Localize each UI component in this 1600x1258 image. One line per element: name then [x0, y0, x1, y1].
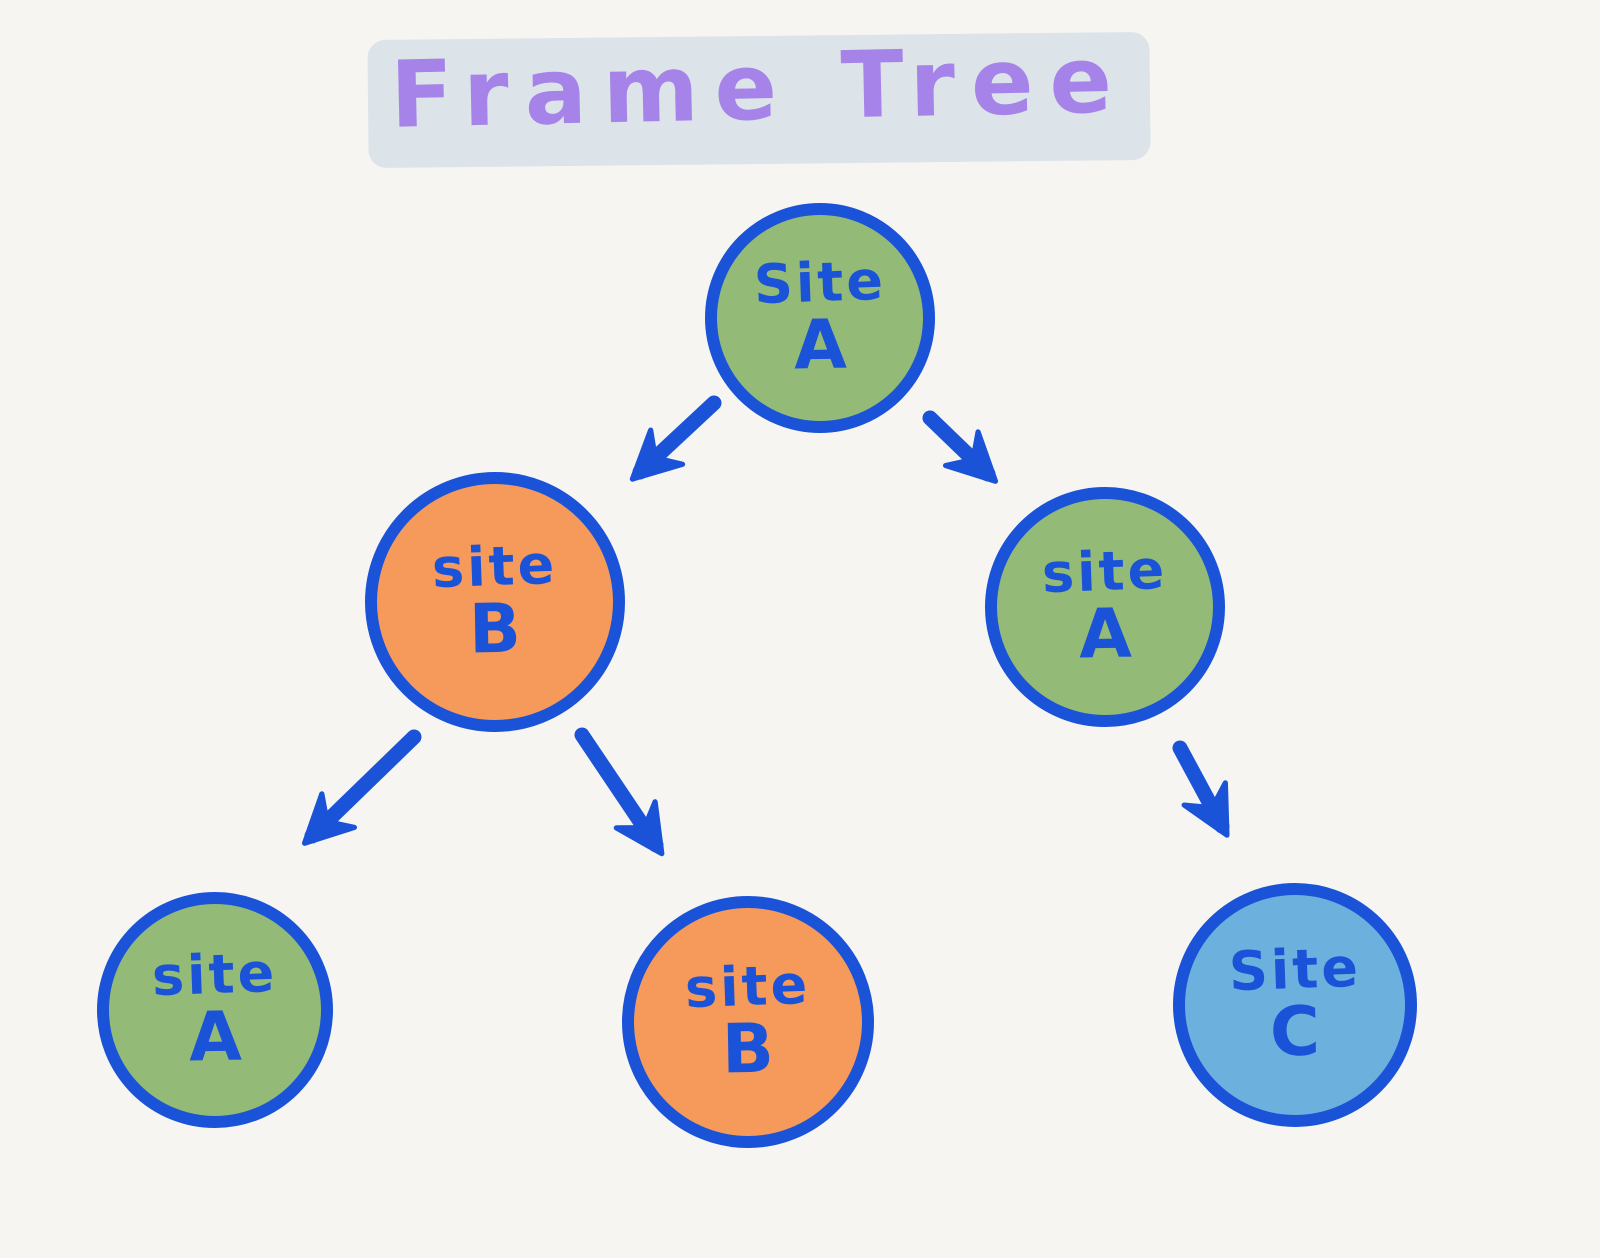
diagram-title: Frame Tree: [389, 26, 1129, 149]
edge-siteB-to-siteA: [301, 729, 422, 846]
node-label: Site: [753, 248, 887, 317]
node-label: site: [684, 952, 812, 1020]
node-label: Site: [1228, 935, 1362, 1004]
node-site-a-level3: site A: [97, 892, 333, 1128]
node-label: A: [1077, 594, 1132, 675]
node-label: B: [721, 1009, 775, 1090]
node-label: A: [187, 997, 242, 1078]
node-label: C: [1269, 992, 1321, 1073]
node-label: site: [151, 940, 279, 1008]
node-label: site: [1041, 537, 1169, 605]
edge-siteA-to-siteC: [1172, 740, 1230, 838]
node-label: A: [792, 305, 847, 386]
node-site-a-root: Site A: [705, 203, 935, 433]
node-site-b-level3: site B: [622, 896, 874, 1148]
edge-siteB-to-siteB: [574, 727, 665, 857]
node-label: B: [468, 589, 522, 670]
node-site-a-level2: site A: [985, 487, 1225, 727]
node-site-b-level2: site B: [365, 472, 625, 732]
node-site-c-level3: Site C: [1173, 883, 1417, 1127]
edge-root-to-siteB: [629, 395, 722, 482]
node-label: site: [431, 532, 559, 600]
edge-root-to-siteA: [922, 410, 999, 484]
